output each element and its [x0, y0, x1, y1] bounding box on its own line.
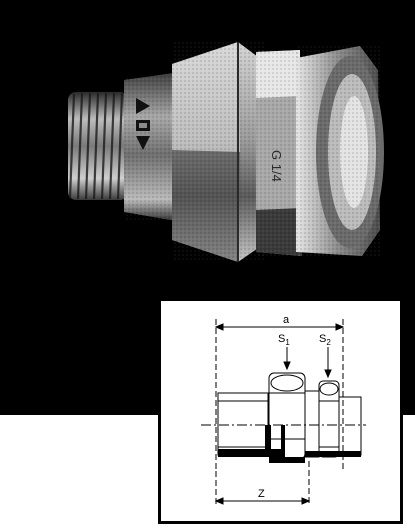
hex-nut — [172, 42, 264, 262]
dimension-a-label: a — [283, 314, 290, 326]
cross-section-drawing — [201, 319, 366, 506]
male-thread — [68, 92, 128, 200]
dimension-diagram: a S1 S2 Z — [158, 298, 403, 524]
product-photo-panel: G 1/4 — [0, 0, 415, 415]
dimension-s1-label: S1 — [278, 333, 290, 348]
pipe-union-photo: G 1/4 — [68, 42, 384, 262]
dimension-z-label: Z — [258, 488, 265, 500]
size-marking: G 1/4 — [269, 150, 284, 182]
dimension-s2-label: S2 — [319, 333, 331, 348]
female-end — [296, 46, 384, 256]
union-body — [124, 72, 182, 222]
collar: G 1/4 — [256, 50, 302, 256]
dvgw-marking — [136, 98, 150, 150]
